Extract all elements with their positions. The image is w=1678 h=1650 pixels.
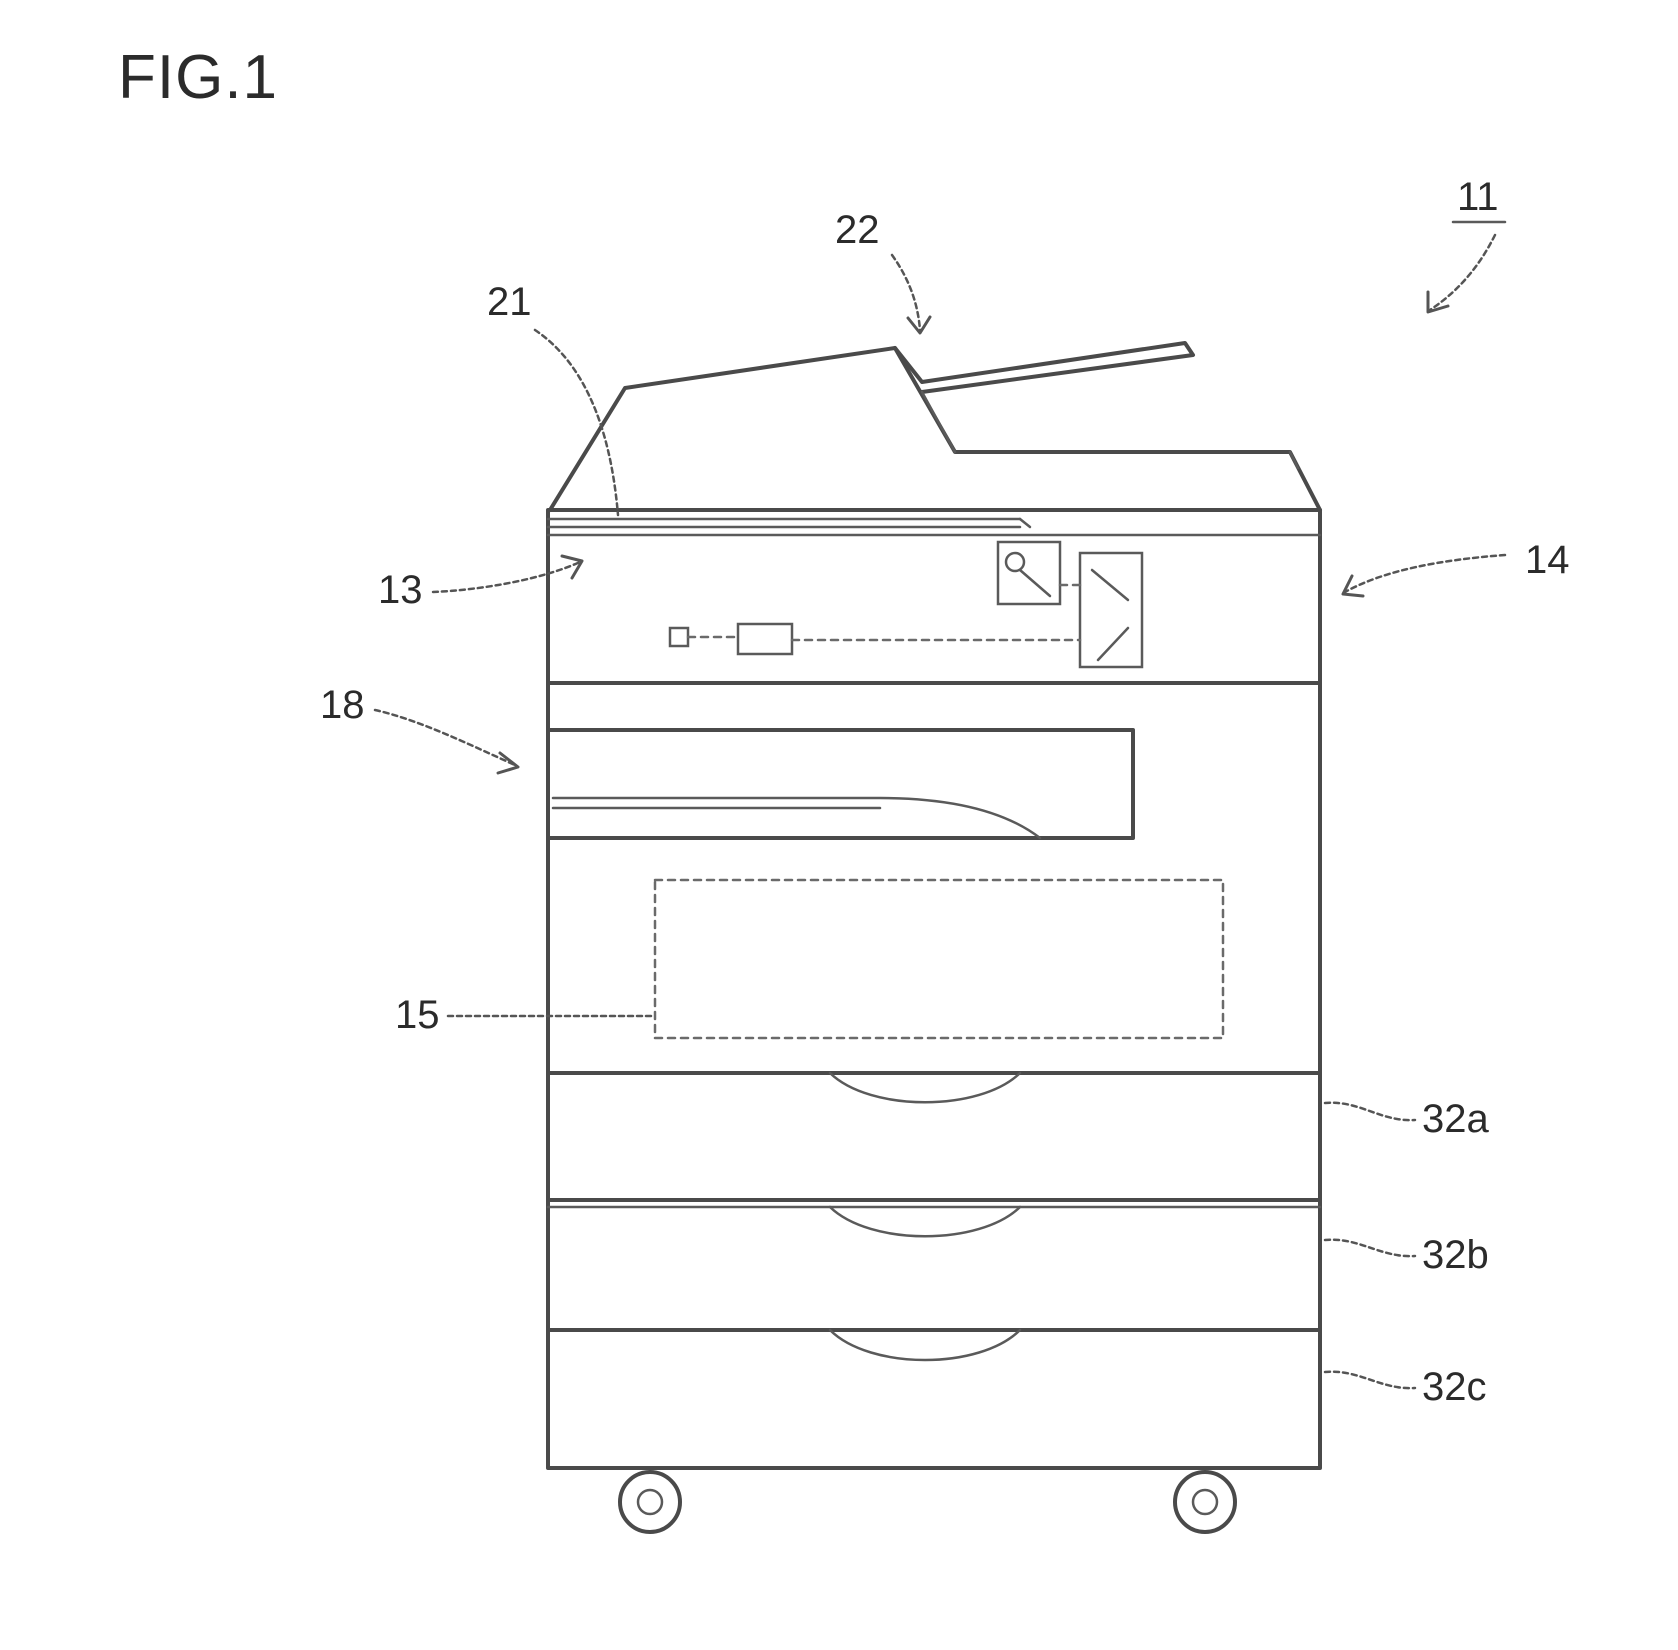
caster-right — [1175, 1472, 1235, 1532]
scanner-glass-strip — [548, 519, 1320, 535]
arrowhead-14 — [1343, 576, 1363, 596]
label-14: 14 — [1525, 538, 1570, 582]
paper-cassette-c — [548, 1330, 1320, 1360]
leader-11 — [1430, 235, 1495, 310]
label-18: 18 — [320, 683, 365, 727]
label-13: 13 — [378, 568, 423, 612]
paper-cassette-a — [548, 1073, 1320, 1102]
document-feeder — [550, 343, 1320, 510]
output-tray — [548, 730, 1133, 838]
label-21: 21 — [487, 280, 532, 324]
leader-14 — [1345, 555, 1505, 592]
label-11: 11 — [1457, 175, 1499, 219]
panel-display — [738, 624, 792, 654]
main-housing — [548, 510, 1320, 1468]
label-32a: 32a — [1422, 1097, 1489, 1141]
power-button — [670, 628, 688, 646]
printer-illustration — [548, 343, 1320, 1532]
leader-32a — [1325, 1103, 1415, 1120]
paper-cassette-b — [548, 1200, 1320, 1236]
leader-32c — [1325, 1372, 1415, 1388]
leader-13 — [433, 562, 580, 592]
caster-left — [620, 1472, 680, 1532]
leader-32b — [1325, 1240, 1415, 1256]
reference-labels: 11 22 21 13 14 18 15 32a 32b 32c — [320, 175, 1570, 1409]
operation-panel — [548, 542, 1320, 683]
label-22: 22 — [835, 208, 880, 252]
label-32b: 32b — [1422, 1233, 1489, 1277]
front-cover — [655, 880, 1223, 1038]
leader-18 — [375, 710, 515, 765]
label-32c: 32c — [1422, 1365, 1487, 1409]
figure-title: FIG.1 — [118, 43, 278, 112]
leader-22 — [892, 255, 920, 330]
label-15: 15 — [395, 993, 440, 1037]
